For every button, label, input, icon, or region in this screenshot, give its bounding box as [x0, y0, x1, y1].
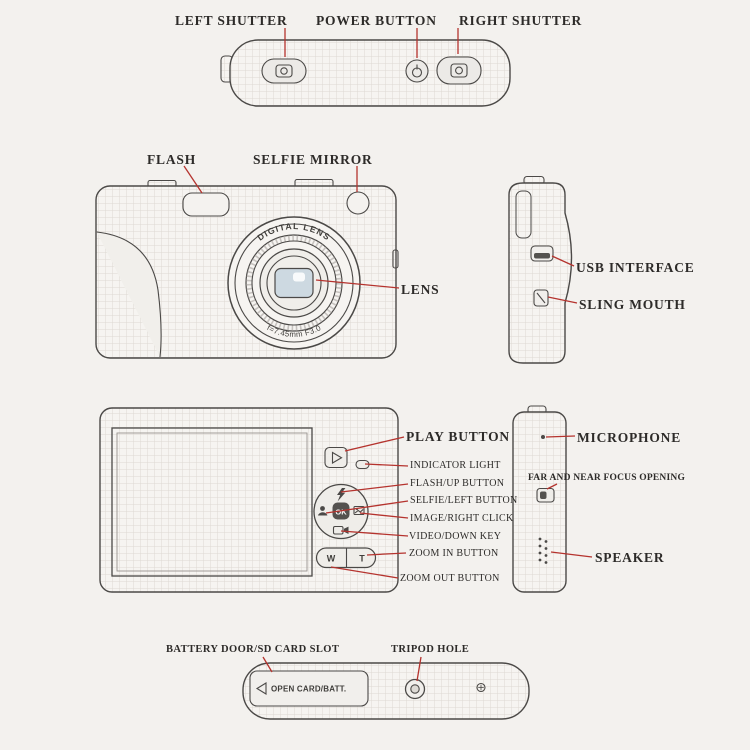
top-view-drawing: [220, 39, 511, 107]
label-zoom-in: ZOOM IN BUTTON: [409, 548, 499, 559]
screw-drawing: [476, 682, 486, 693]
focus-switch-drawing: [536, 487, 555, 503]
label-lens: LENS: [401, 282, 440, 297]
label-tripod-hole: TRIPOD HOLE: [391, 644, 470, 655]
label-flash-up: FLASH/UP BUTTON: [410, 478, 505, 489]
label-play-button: PLAY BUTTON: [406, 429, 510, 444]
label-microphone: MICROPHONE: [577, 430, 681, 445]
left-shutter-button-drawing: [261, 58, 307, 84]
tripod-hole-drawing: [404, 678, 426, 700]
screen-drawing: [111, 427, 313, 577]
label-sling-mouth: SLING MOUTH: [579, 297, 686, 312]
microphone-hole-drawing: [541, 435, 545, 439]
ok-button-label: OK: [335, 508, 347, 517]
label-zoom-out: ZOOM OUT BUTTON: [400, 573, 500, 584]
back-view-drawing: OK W T: [99, 407, 399, 593]
selfie-mirror-drawing: [346, 191, 370, 215]
speaker-holes-drawing: [538, 537, 548, 564]
label-selfie-left: SELFIE/LEFT BUTTON: [410, 495, 518, 506]
label-power-button: POWER BUTTON: [316, 13, 437, 28]
connector-lines: [183, 28, 593, 682]
zoom-rocker-drawing: W T: [315, 547, 377, 569]
label-indicator-light: INDICATOR LIGHT: [410, 460, 501, 471]
bottom-view-drawing: OPEN CARD/BATT.: [242, 662, 530, 720]
battery-door-drawing: OPEN CARD/BATT.: [249, 670, 369, 707]
right-side-view-drawing: [508, 175, 573, 364]
label-focus-opening: FAR AND NEAR FOCUS OPENING: [528, 473, 686, 483]
flash-drawing: [182, 192, 230, 217]
selfie-left-icon: [318, 506, 328, 516]
video-down-icon: [332, 525, 349, 535]
label-right-shutter: RIGHT SHUTTER: [459, 13, 583, 28]
right-shutter-button-drawing: [436, 56, 482, 85]
front-view-drawing: DIGITAL LENS f=7.45mm F3.0: [95, 178, 399, 359]
usb-port-drawing: [530, 245, 554, 262]
lens-aperture: [274, 267, 314, 299]
lens-drawing: [227, 216, 361, 350]
zoom-wide-label: W: [327, 554, 336, 564]
label-speaker: SPEAKER: [595, 550, 665, 565]
label-video-down: VIDEO/DOWN KEY: [409, 531, 502, 542]
label-usb-interface: USB INTERFACE: [576, 260, 695, 275]
grip-area: [96, 232, 162, 357]
zoom-tele-label: T: [359, 554, 365, 564]
left-side-view-drawing: [512, 405, 567, 593]
dpad-drawing: OK: [313, 483, 369, 540]
label-battery-door: BATTERY DOOR/SD CARD SLOT: [166, 644, 340, 655]
label-left-shutter: LEFT SHUTTER: [175, 13, 288, 28]
power-button-drawing: [405, 59, 429, 83]
battery-door-text: OPEN CARD/BATT.: [271, 685, 346, 694]
label-flash: FLASH: [147, 152, 197, 167]
play-button-drawing: [324, 446, 348, 469]
label-selfie-mirror: SELFIE MIRROR: [253, 152, 373, 167]
label-image-right: IMAGE/RIGHT CLICK: [410, 513, 514, 524]
flash-up-icon: [337, 488, 346, 502]
